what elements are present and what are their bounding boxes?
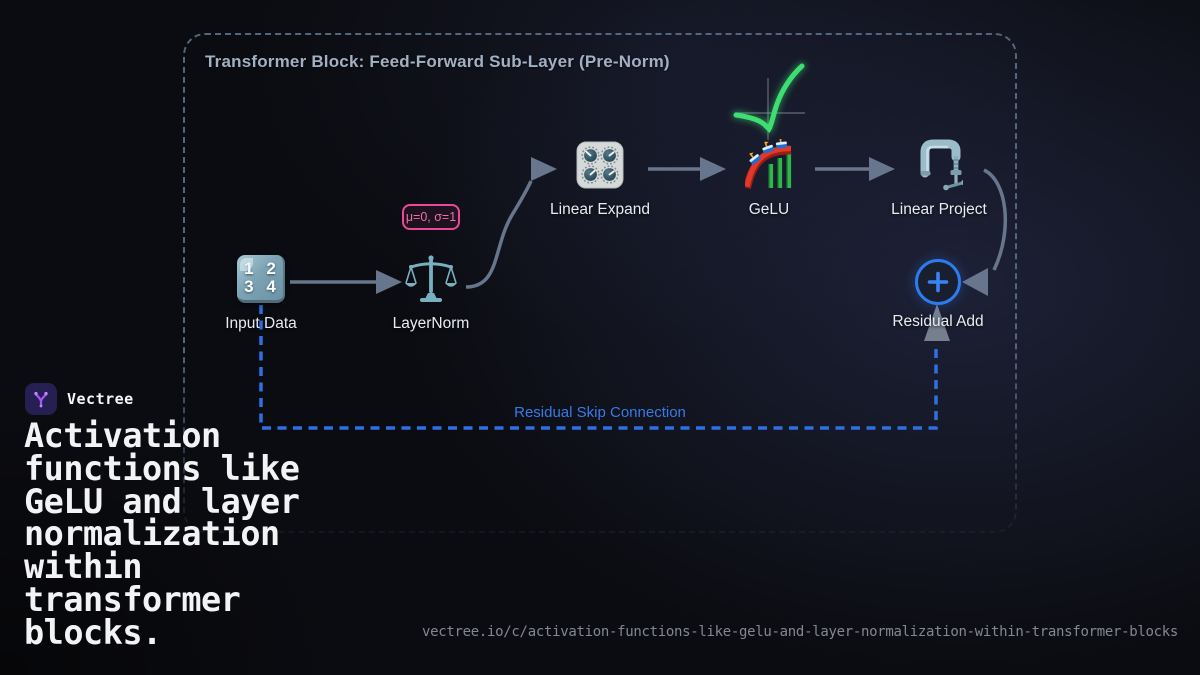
node-label-input-data: Input Data <box>225 315 297 332</box>
node-linear-project: Linear Project <box>891 139 987 218</box>
node-label-layernorm: LayerNorm <box>392 315 470 332</box>
plus-circle-icon <box>915 259 961 305</box>
control-knobs-icon <box>576 141 624 189</box>
node-linear-expand: Linear Expand <box>550 141 650 218</box>
brand-row: Vectree <box>25 383 134 415</box>
vectree-logo-icon <box>25 383 57 415</box>
diagram-title: Transformer Block: Feed-Forward Sub-Laye… <box>205 52 670 71</box>
node-gelu: GeLU <box>743 136 793 218</box>
node-input-data: 1 2 3 4 Input Data <box>225 255 297 332</box>
residual-skip-connection-label: Residual Skip Connection <box>514 404 686 421</box>
arrow-linear-expand-to-gelu <box>648 157 726 181</box>
node-residual-add: Residual Add <box>892 259 984 330</box>
balance-scale-icon <box>405 255 457 302</box>
gelu-curve-plot <box>732 62 806 140</box>
residual-skip-connection-line <box>259 305 938 430</box>
numbers-input-icon: 1 2 3 4 <box>237 255 285 303</box>
arrow-layernorm-to-linear-expand <box>465 157 557 289</box>
node-label-linear-expand: Linear Expand <box>550 201 650 218</box>
dashed-border <box>183 33 1017 533</box>
node-label-gelu: GeLU <box>748 201 790 218</box>
residual-skip-arrowhead <box>924 304 950 341</box>
arrow-linear-project-to-residual-add <box>962 168 1007 296</box>
footer-url: vectree.io/c/activation-functions-like-g… <box>422 624 1178 640</box>
plus-icon <box>927 271 949 293</box>
arrow-gelu-to-linear-project <box>815 157 895 181</box>
node-label-linear-project: Linear Project <box>891 201 987 218</box>
coaster-cars <box>749 136 788 165</box>
clamp-icon <box>920 139 967 191</box>
node-label-residual-add: Residual Add <box>892 313 984 330</box>
roller-coaster-icon <box>743 136 792 189</box>
brand-name: Vectree <box>67 390 134 408</box>
arrow-input-to-layernorm <box>290 270 402 294</box>
normalization-badge: μ=0, σ=1 <box>402 204 460 230</box>
transformer-block-container <box>183 33 1017 533</box>
node-layernorm: LayerNorm <box>393 254 469 332</box>
headline-text: Activation functions like GeLU and layer… <box>24 416 300 652</box>
